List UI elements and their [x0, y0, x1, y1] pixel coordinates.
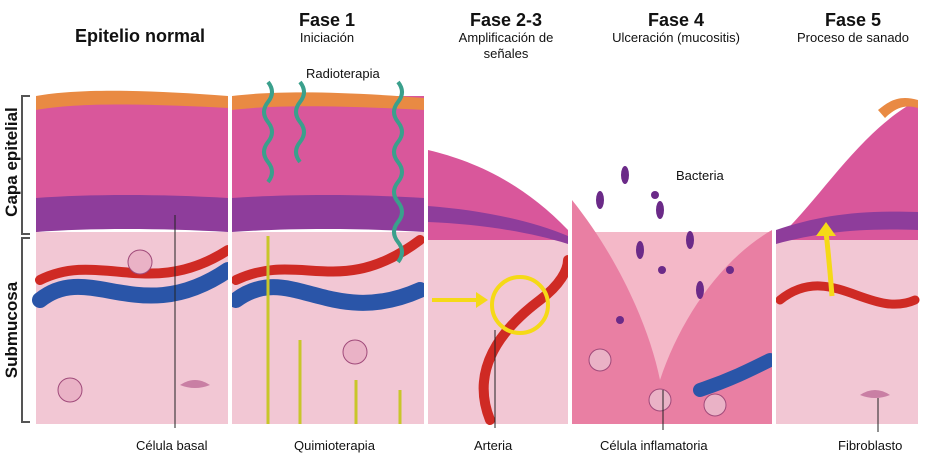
column-header-phase5: Fase 5 Proceso de sanado: [778, 10, 928, 46]
label-radiotherapy: Radioterapia: [306, 66, 380, 81]
column-title: Fase 5: [778, 10, 928, 30]
panel-phase4: [572, 166, 772, 430]
label-bacteria: Bacteria: [676, 168, 724, 183]
column-subtitle: Proceso de sanado: [778, 30, 928, 46]
column-header-phase4: Fase 4 Ulceración (mucositis): [596, 10, 756, 46]
inflammatory-cell: [128, 250, 152, 274]
panel-phase23: [428, 150, 568, 428]
column-header-phase23: Fase 2-3 Amplificación de señales: [448, 10, 564, 62]
column-header-normal: Epitelio normal: [50, 26, 230, 46]
submucosa-bracket: [22, 238, 30, 422]
panel-phase5: [776, 98, 918, 432]
epithelial-bracket: [22, 96, 30, 234]
column-title: Fase 4: [596, 10, 756, 30]
column-title: Epitelio normal: [50, 26, 230, 46]
label-inflammatory-cell: Célula inflamatoria: [600, 438, 708, 453]
column-subtitle: Ulceración (mucositis): [596, 30, 756, 46]
label-fibroblast: Fibroblasto: [838, 438, 902, 453]
side-label-submucosa: Submucosa: [2, 270, 22, 390]
column-header-phase1: Fase 1 Iniciación: [262, 10, 392, 46]
column-title: Fase 1: [262, 10, 392, 30]
label-basal-cell: Célula basal: [136, 438, 208, 453]
panel-phase1: [232, 82, 424, 424]
panel-normal: [36, 91, 228, 428]
column-subtitle: Iniciación: [262, 30, 392, 46]
label-chemotherapy: Quimioterapia: [294, 438, 375, 453]
label-artery: Arteria: [474, 438, 512, 453]
column-subtitle: Amplificación de señales: [448, 30, 564, 62]
column-title: Fase 2-3: [448, 10, 564, 30]
side-label-epithelial: Capa epitelial: [2, 92, 22, 232]
